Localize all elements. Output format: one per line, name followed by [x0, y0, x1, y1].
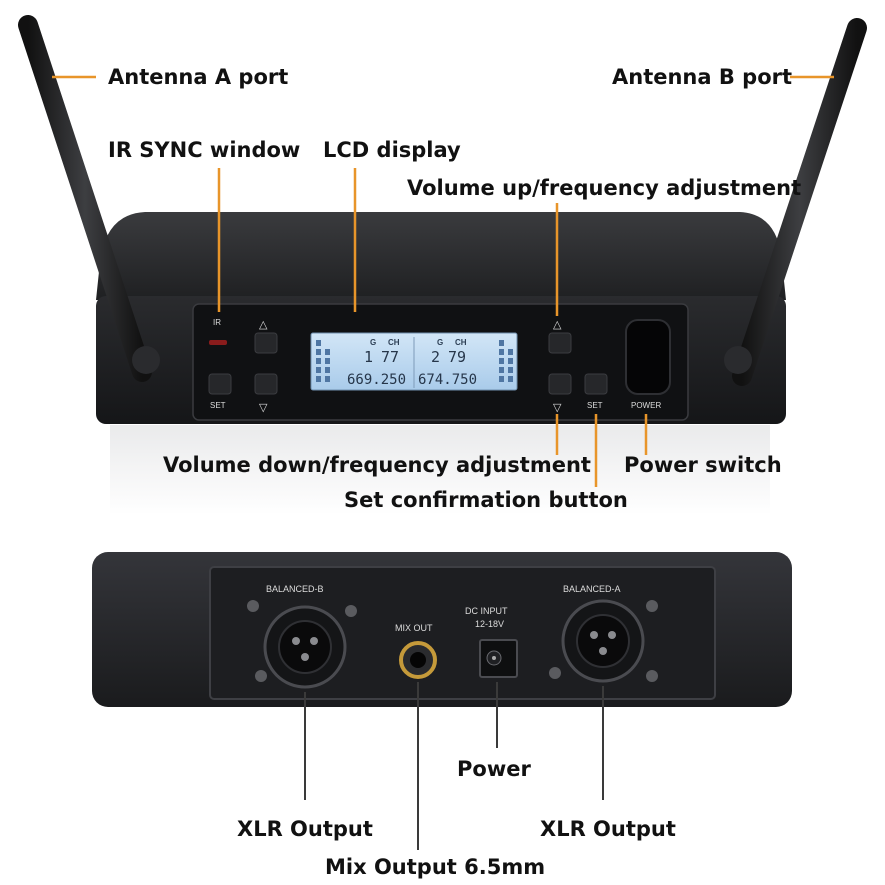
- lcd-frequency-a: 669.250: [347, 372, 406, 388]
- lcd-ch-left: CH: [388, 338, 400, 347]
- lcd-frequency-b: 674.750: [418, 372, 477, 388]
- lcd-channel-b: 79: [448, 348, 466, 366]
- lcd-group-b: 2: [431, 348, 440, 366]
- power-switch[interactable]: [625, 319, 671, 395]
- lcd-ch-right: CH: [455, 338, 467, 347]
- label-volume-down: Volume down/frequency adjustment: [163, 453, 591, 477]
- label-antenna-b-port: Antenna B port: [612, 65, 793, 89]
- ir-text: IR: [213, 318, 221, 327]
- lcd-g-left: G: [370, 338, 376, 347]
- up-arrow-icon: △: [259, 319, 268, 331]
- right-set-button[interactable]: [584, 373, 608, 395]
- dc-voltage-text: 12-18V: [475, 619, 504, 629]
- left-set-text: SET: [210, 401, 226, 410]
- lcd-channel-a: 77: [381, 348, 399, 366]
- label-antenna-a-port: Antenna A port: [108, 65, 289, 89]
- label-ir-sync-window: IR SYNC window: [108, 138, 301, 162]
- label-xlr-output-right: XLR Output: [540, 817, 676, 841]
- label-volume-up: Volume up/frequency adjustment: [407, 176, 802, 200]
- antenna-b: [724, 18, 867, 386]
- lcd-level-bars-left: [316, 340, 330, 382]
- lcd-level-bars-right: [499, 340, 513, 382]
- left-up-button[interactable]: [254, 332, 278, 354]
- leader-lines-front: [52, 75, 834, 487]
- antenna-a: [18, 15, 160, 382]
- mix-out-text: MIX OUT: [395, 623, 433, 633]
- antenna-b-port: [724, 346, 752, 374]
- right-down-button[interactable]: [548, 373, 572, 395]
- right-up-arrow-icon: △: [553, 319, 562, 331]
- power-switch-text: POWER: [631, 401, 661, 410]
- xlr-output-b[interactable]: [263, 605, 347, 689]
- label-set-confirmation: Set confirmation button: [344, 488, 628, 512]
- right-up-button[interactable]: [548, 332, 572, 354]
- dc-power-jack[interactable]: [479, 639, 518, 678]
- rear-screws: [247, 600, 658, 682]
- balanced-a-text: BALANCED-A: [563, 584, 621, 594]
- lcd-display: G CH G CH 1 77 2 79 669.250 674.750: [310, 332, 518, 391]
- down-arrow-icon: ▽: [259, 402, 268, 414]
- balanced-b-text: BALANCED-B: [266, 584, 324, 594]
- leader-lines-rear: [304, 682, 604, 850]
- right-down-arrow-icon: ▽: [553, 402, 562, 414]
- antenna-a-port: [132, 346, 160, 374]
- label-mix-output: Mix Output 6.5mm: [325, 855, 546, 879]
- lcd-group-a: 1: [364, 348, 373, 366]
- label-power-switch: Power switch: [624, 453, 782, 477]
- xlr-output-a[interactable]: [561, 599, 645, 683]
- label-power: Power: [457, 757, 531, 781]
- front-top-surface: [96, 212, 786, 300]
- dc-input-text: DC INPUT: [465, 606, 508, 616]
- right-set-text: SET: [587, 401, 603, 410]
- label-xlr-output-left: XLR Output: [237, 817, 373, 841]
- left-down-button[interactable]: [254, 373, 278, 395]
- front-unit: IR △ SET ▽: [18, 15, 867, 515]
- mix-output-jack[interactable]: [399, 641, 437, 679]
- rear-unit: BALANCED-B BALANCED-A MIX OUT DC INPUT 1…: [92, 552, 792, 707]
- front-reflection: [110, 425, 770, 515]
- label-lcd-display: LCD display: [323, 138, 461, 162]
- left-set-button[interactable]: [208, 373, 232, 395]
- lcd-g-right: G: [437, 338, 443, 347]
- ir-sync-window: [209, 340, 227, 345]
